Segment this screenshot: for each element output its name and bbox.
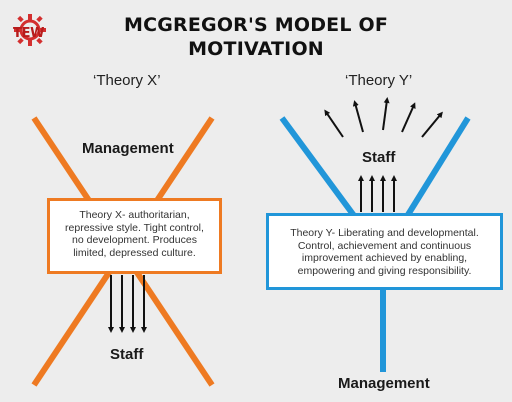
- theory-y-up-arrows: [358, 175, 397, 212]
- theory-y-description: Theory Y- Liberating and developmental. …: [290, 227, 479, 277]
- theory-x-description-box: Theory X- authoritarian, repressive styl…: [47, 198, 222, 274]
- theory-x-description: Theory X- authoritarian, repressive styl…: [65, 209, 204, 259]
- title-line-2: MOTIVATION: [188, 38, 324, 60]
- tew-logo: [14, 14, 46, 46]
- theory-y-heading: ‘Theory Y’: [345, 72, 413, 89]
- theory-y-staff-label: Staff: [362, 149, 396, 166]
- theory-y-management-label: Management: [338, 375, 430, 392]
- logo-text: TEW: [13, 26, 45, 41]
- theory-x-management-label: Management: [82, 140, 174, 157]
- theory-x-down-arrows: [108, 275, 147, 333]
- theory-y-description-box: Theory Y- Liberating and developmental. …: [266, 213, 503, 290]
- theory-x-staff-label: Staff: [110, 346, 144, 363]
- title-line-1: MCGREGOR'S MODEL OF: [123, 14, 388, 36]
- theory-x-heading: ‘Theory X’: [93, 72, 161, 89]
- theory-y-fan-arrows: [324, 97, 443, 138]
